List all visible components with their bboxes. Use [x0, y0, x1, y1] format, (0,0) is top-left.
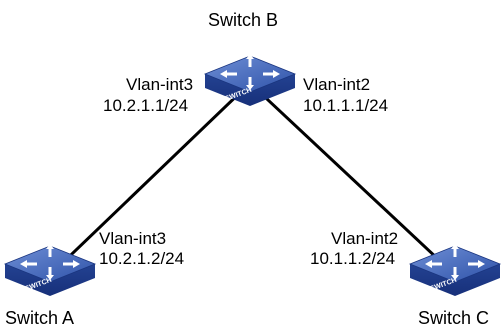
- b-int3-interface: Vlan-int3: [126, 75, 194, 94]
- b-int2-interface: Vlan-int2: [303, 75, 371, 94]
- b-int3-ip: 10.2.1.1/24: [103, 96, 189, 115]
- switch-b-icon: [204, 53, 296, 107]
- a-int3-interface: Vlan-int3: [99, 229, 167, 248]
- switch-b-title: Switch B: [208, 10, 279, 30]
- switch-c-title: Switch C: [418, 308, 490, 328]
- link-b-c: [250, 83, 457, 277]
- b-int2-ip: 10.1.1.1/24: [303, 96, 389, 115]
- a-int3-ip: 10.2.1.2/24: [99, 249, 185, 268]
- switch-c-icon: [409, 243, 501, 297]
- switch-a-title: Switch A: [5, 308, 75, 328]
- link-a-b: [48, 83, 250, 277]
- c-int2-interface: Vlan-int2: [331, 229, 399, 248]
- c-int2-ip: 10.1.1.2/24: [310, 249, 396, 268]
- switch-a-icon: [4, 243, 96, 297]
